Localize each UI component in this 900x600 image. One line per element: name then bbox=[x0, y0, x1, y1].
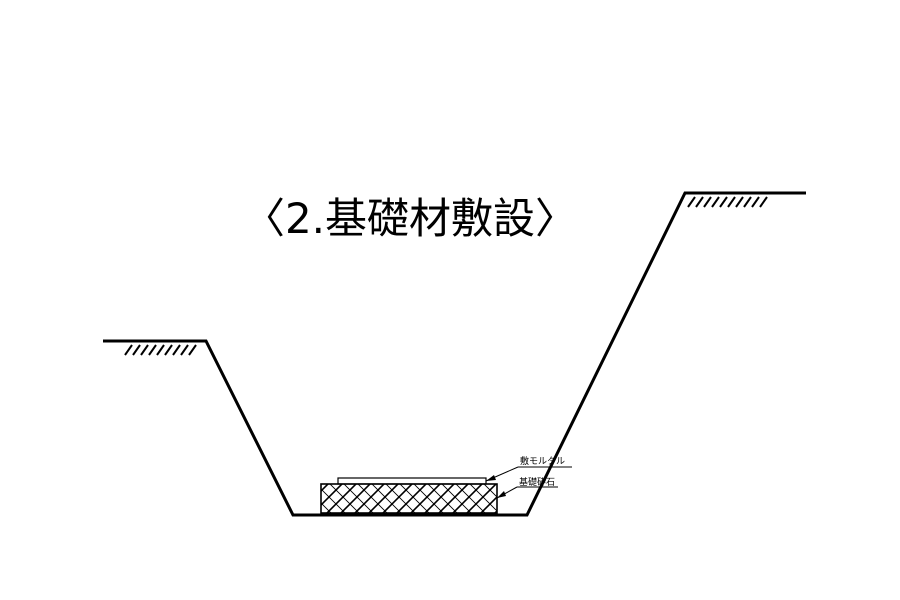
trench-outline bbox=[103, 191, 806, 517]
base-crushed-stone-layer bbox=[320, 483, 498, 514]
base-stone-label: 基礎砕石 bbox=[519, 476, 555, 488]
base-stone-leader bbox=[496, 486, 558, 499]
mortar-label: 敷モルタル bbox=[520, 455, 565, 467]
mortar-layer bbox=[337, 477, 487, 485]
diagram-title: 〈2.基礎材敷設〉 bbox=[243, 194, 577, 243]
left-ground-hatch bbox=[124, 344, 197, 356]
mortar-leader bbox=[485, 466, 572, 482]
right-ground-hatch bbox=[687, 196, 768, 208]
